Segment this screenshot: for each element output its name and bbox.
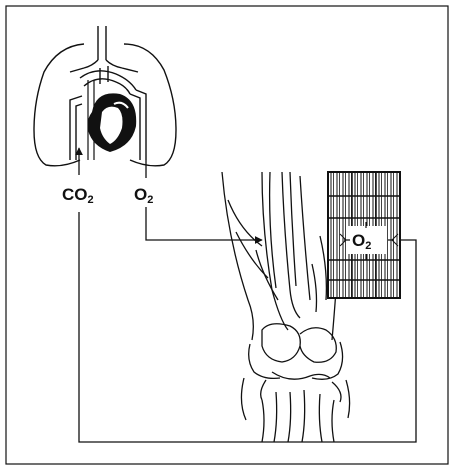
heart	[88, 93, 137, 152]
muscle-o2-label-main: O	[352, 231, 365, 250]
o2-label-sub: 2	[147, 194, 153, 206]
muscle-o2-label-sub: 2	[365, 240, 371, 252]
co2-label-main: CO	[62, 185, 88, 204]
o2-label-main: O	[134, 185, 147, 204]
o2-label: O2	[134, 185, 153, 206]
co2-label-sub: 2	[88, 194, 94, 206]
co2-label: CO2	[62, 185, 94, 206]
